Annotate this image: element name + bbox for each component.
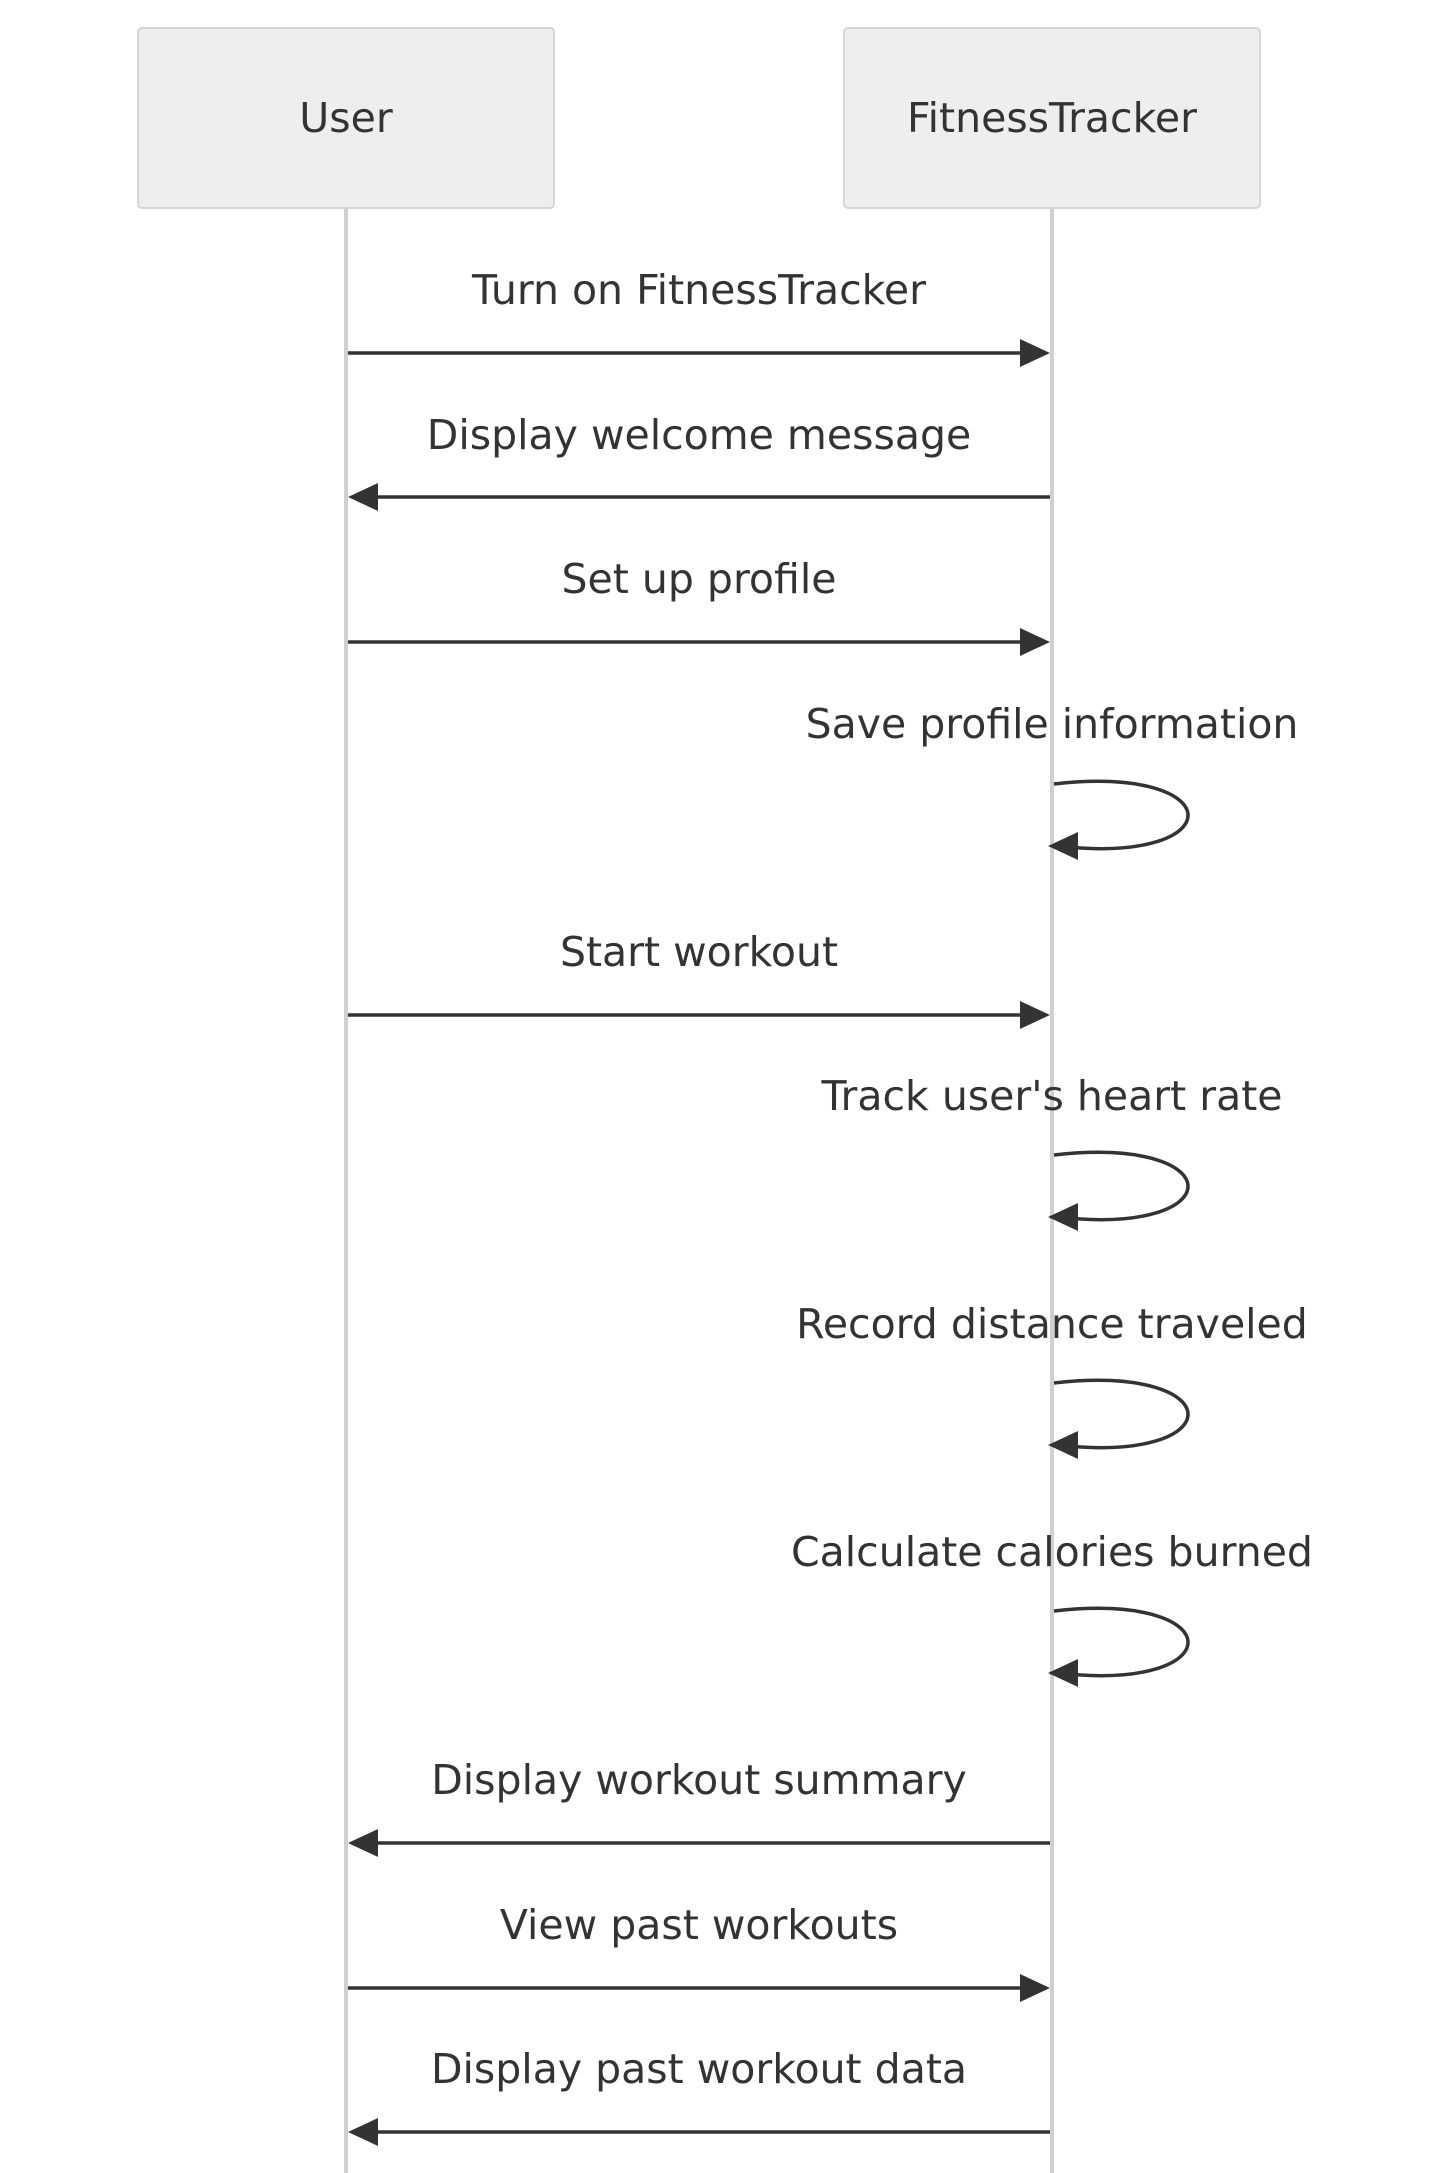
participant-label: FitnessTracker (907, 94, 1197, 142)
arrowhead (1020, 1001, 1050, 1029)
message-label: Save profile information (806, 700, 1299, 748)
participants: User FitnessTracker (137, 27, 1261, 209)
message-label: View past workouts (500, 1901, 898, 1949)
arrowhead (1048, 1203, 1078, 1231)
message-label: Display past workout data (431, 2045, 967, 2093)
arrowhead (1048, 832, 1078, 860)
message-5: Start workout (348, 928, 1050, 1029)
self-message-loop (1053, 779, 1190, 851)
arrowhead (1048, 1431, 1078, 1459)
message-8: Calculate calories burned (791, 1528, 1313, 1687)
message-label: Turn on FitnessTracker (471, 266, 926, 314)
self-message-loop (1053, 1378, 1190, 1450)
message-label: Calculate calories burned (791, 1528, 1313, 1576)
participant-label: User (299, 94, 393, 142)
message-label: Track user's heart rate (821, 1072, 1283, 1120)
participant-box (137, 27, 555, 209)
message-label: Display welcome message (427, 411, 971, 459)
message-2: Display welcome message (348, 411, 1050, 511)
message-3: Set up profile (348, 555, 1050, 656)
message-11: Display past workout data (348, 2045, 1050, 2146)
participant-box (843, 27, 1261, 209)
arrowhead (1048, 1659, 1078, 1687)
message-1: Turn on FitnessTracker (348, 266, 1050, 367)
participant-user[interactable]: User (137, 27, 555, 209)
message-9: Display workout summary (348, 1756, 1050, 1857)
arrowhead (1020, 1974, 1050, 2002)
message-label: Record distance traveled (796, 1300, 1308, 1348)
message-label: Set up profile (562, 555, 837, 603)
message-6: Track user's heart rate (821, 1072, 1283, 1231)
lifelines (344, 208, 1054, 2173)
message-label: Start workout (560, 928, 838, 976)
message-7: Record distance traveled (796, 1300, 1308, 1459)
arrowhead (348, 2118, 378, 2146)
arrowhead (348, 1829, 378, 1857)
participant-tracker[interactable]: FitnessTracker (843, 27, 1261, 209)
self-message-loop (1053, 1150, 1190, 1222)
arrowhead (348, 483, 378, 511)
arrowhead (1020, 628, 1050, 656)
message-10: View past workouts (348, 1901, 1050, 2002)
message-4: Save profile information (806, 700, 1299, 860)
arrowhead (1020, 339, 1050, 367)
message-label: Display workout summary (431, 1756, 967, 1804)
self-message-loop (1053, 1606, 1190, 1678)
